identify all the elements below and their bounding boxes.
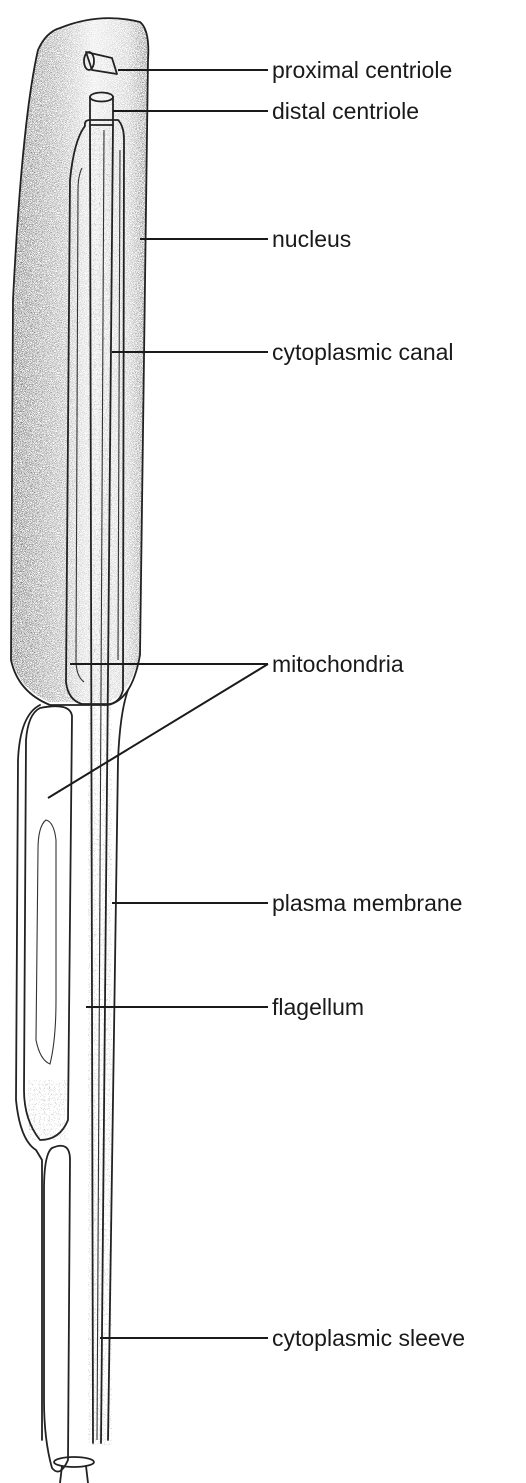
label-plasma-membrane: plasma membrane bbox=[272, 890, 462, 916]
label-distal-centriole: distal centriole bbox=[272, 98, 419, 124]
labels: proximal centriole distal centriole nucl… bbox=[272, 57, 465, 1351]
label-nucleus: nucleus bbox=[272, 226, 351, 252]
label-mitochondria: mitochondria bbox=[272, 651, 404, 677]
label-cytoplasmic-canal: cytoplasmic canal bbox=[272, 339, 454, 365]
nucleus-stipple bbox=[12, 18, 148, 702]
midpiece-stipple bbox=[28, 1080, 68, 1140]
label-flagellum: flagellum bbox=[272, 994, 364, 1020]
mitochondrion-lower bbox=[44, 1146, 70, 1472]
label-proximal-centriole: proximal centriole bbox=[272, 57, 452, 83]
mitochondrion-upper bbox=[24, 706, 72, 1140]
cell-head bbox=[11, 18, 148, 705]
flagellum-shaft bbox=[88, 125, 113, 1445]
label-cytoplasmic-sleeve: cytoplasmic sleeve bbox=[272, 1325, 465, 1351]
